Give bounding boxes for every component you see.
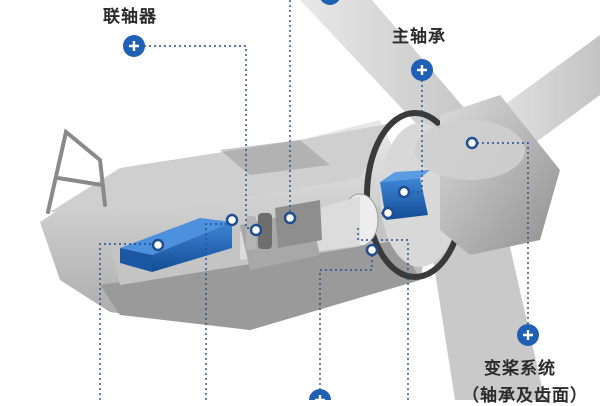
leader-left-a <box>99 243 156 400</box>
blade-lower <box>430 225 545 400</box>
leader-coupling <box>134 45 254 229</box>
bottom-plus-button[interactable] <box>309 389 331 406</box>
dot-marker-icon <box>283 211 297 225</box>
label-pitch-system: 变桨系统 <box>484 359 556 379</box>
label-main-bearing: 主轴承 <box>392 27 446 47</box>
coupling-plus-button[interactable] <box>123 35 145 57</box>
dot-markers <box>151 136 479 257</box>
top-plus-button[interactable] <box>319 0 341 5</box>
pitch-system-plus-button[interactable] <box>517 324 539 346</box>
leader-lines <box>99 0 529 400</box>
blue-generator-front <box>120 248 152 272</box>
hub-flange <box>415 120 525 180</box>
dot-marker-icon <box>151 238 165 252</box>
nacelle-roof-panel <box>220 140 330 175</box>
dot-marker-icon <box>381 206 395 220</box>
nacelle-floor <box>100 240 420 330</box>
leader-pitch <box>472 142 529 332</box>
leader-right <box>357 226 409 400</box>
leader-main-bearing <box>404 70 423 193</box>
blue-bearing-top <box>380 170 430 182</box>
coupling-disc <box>258 213 272 249</box>
main-bearing-plus-button[interactable] <box>411 59 433 81</box>
blue-generator-side <box>152 222 232 272</box>
dot-marker-icon <box>365 243 379 257</box>
generator-block <box>275 200 322 248</box>
label-coupling: 联轴器 <box>103 7 157 27</box>
leader-left-b <box>205 223 232 400</box>
railing <box>46 128 107 214</box>
dot-marker-icon <box>225 213 239 227</box>
label-pitch-system-sub: （轴承及齿面） <box>462 386 588 406</box>
dot-marker-icon <box>465 136 479 150</box>
blue-generator-top <box>120 218 232 255</box>
leader-mid <box>319 250 373 400</box>
dot-marker-icon <box>397 185 411 199</box>
dot-marker-icon <box>249 223 263 237</box>
